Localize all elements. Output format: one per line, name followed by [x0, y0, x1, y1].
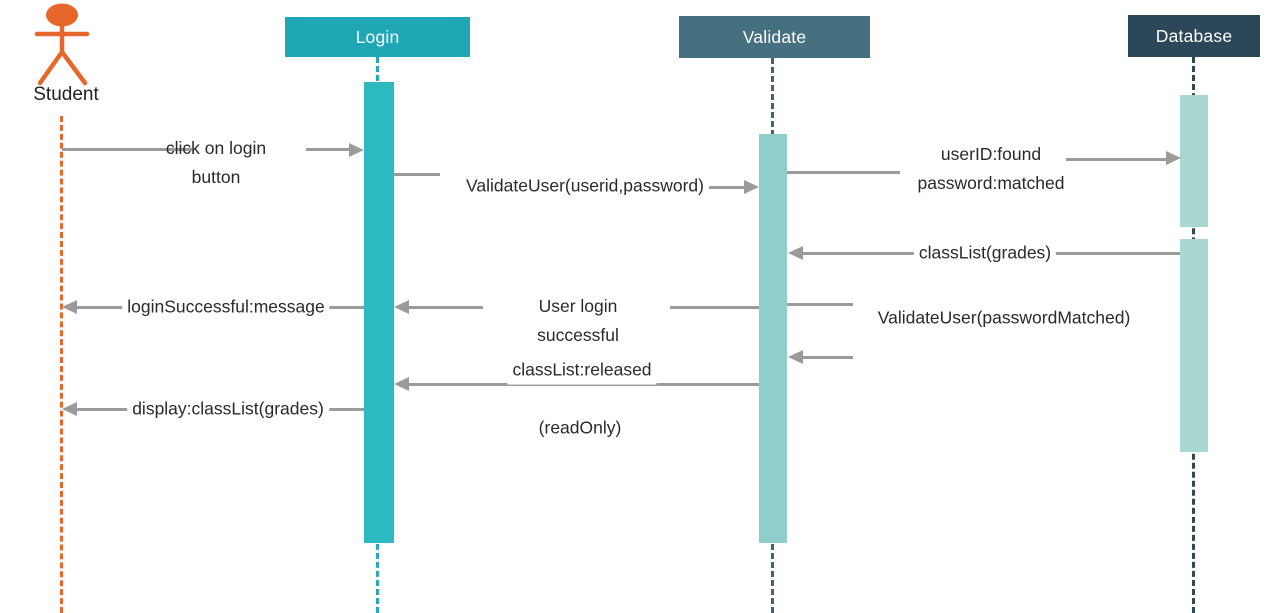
- annotation-readonly: (readOnly): [538, 417, 622, 438]
- student-stick-figure-icon: [34, 3, 90, 86]
- arrow-right-icon: [349, 143, 364, 157]
- arrow-right-icon: [1166, 151, 1181, 165]
- message-label: userID:found password:matched: [917, 144, 1065, 193]
- arrow-left-icon: [62, 300, 77, 314]
- arrow-left-icon: [394, 377, 409, 391]
- activation-bar-validate: [759, 134, 787, 543]
- message-line: [62, 148, 192, 151]
- message-label: click on login button: [165, 138, 267, 187]
- message-line: [306, 148, 352, 151]
- message-label: display:classList(grades): [127, 394, 329, 424]
- message-line: [407, 383, 759, 386]
- message-label: ValidateUser(passwordMatched): [877, 307, 1131, 328]
- arrow-left-icon: [788, 350, 803, 364]
- message-label: User login successful: [537, 296, 619, 345]
- arrow-left-icon: [788, 246, 803, 260]
- participant-validate-label: Validate: [742, 26, 807, 47]
- message-line: [787, 171, 900, 174]
- activation-bar-database-1: [1180, 95, 1208, 227]
- arrow-left-icon: [394, 300, 409, 314]
- participant-login-label: Login: [355, 26, 400, 47]
- participant-header-database: Database: [1128, 15, 1260, 57]
- participant-header-login: Login: [285, 17, 470, 57]
- lifeline-student: [60, 116, 63, 613]
- message-line: [670, 306, 759, 309]
- message-line: [801, 356, 853, 359]
- message-line: [698, 186, 746, 189]
- message-line: [407, 306, 483, 309]
- message-line: [1066, 158, 1168, 161]
- message-label: ValidateUser(userid,password): [461, 171, 709, 201]
- participant-header-validate: Validate: [679, 16, 870, 58]
- message-line: [787, 303, 853, 306]
- arrow-right-icon: [744, 180, 759, 194]
- message-label: classList:released: [507, 355, 657, 385]
- activation-bar-database-2: [1180, 239, 1208, 452]
- actor-student-label: Student: [33, 84, 99, 105]
- arrow-left-icon: [62, 402, 77, 416]
- participant-database-label: Database: [1155, 25, 1233, 46]
- message-line: [393, 173, 440, 176]
- message-label: classList(grades): [913, 238, 1057, 268]
- activation-bar-login: [364, 82, 394, 543]
- message-label: loginSuccessful:message: [122, 292, 330, 322]
